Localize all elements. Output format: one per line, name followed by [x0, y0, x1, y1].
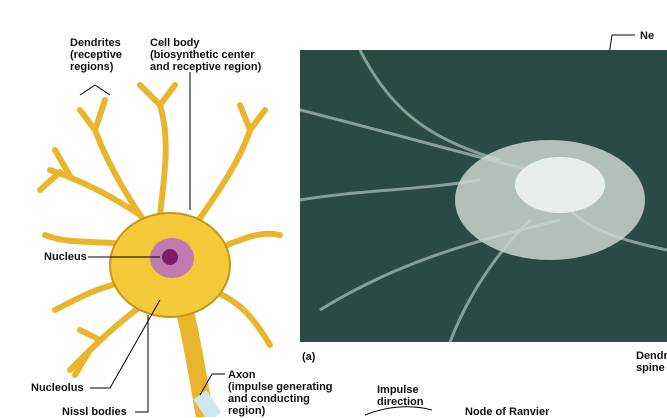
- myelin-sheath: [193, 390, 222, 417]
- neuron-micrograph: [300, 50, 667, 342]
- label-node-of-ranvier: Node of Ranvier: [465, 406, 550, 418]
- label-dendritic-spine-cut: Dendr spine: [636, 350, 667, 374]
- label-dendrites: Dendrites (receptive regions): [70, 37, 122, 73]
- label-nucleolus: Nucleolus: [31, 382, 84, 394]
- label-neuron-cell-body-cut: Ne: [640, 30, 655, 42]
- nucleolus: [162, 249, 178, 265]
- label-impulse-direction: Impulse direction: [377, 384, 424, 408]
- label-nucleus: Nucleus: [44, 251, 87, 263]
- label-nissl-bodies: Nissl bodies: [62, 406, 127, 418]
- label-panel-a: (a): [302, 351, 316, 363]
- leader-lines: [79, 34, 635, 416]
- label-cell-body: Cell body (biosynthetic center and recep…: [150, 37, 262, 73]
- label-axon: Axon (impulse generating and conducting …: [228, 369, 333, 417]
